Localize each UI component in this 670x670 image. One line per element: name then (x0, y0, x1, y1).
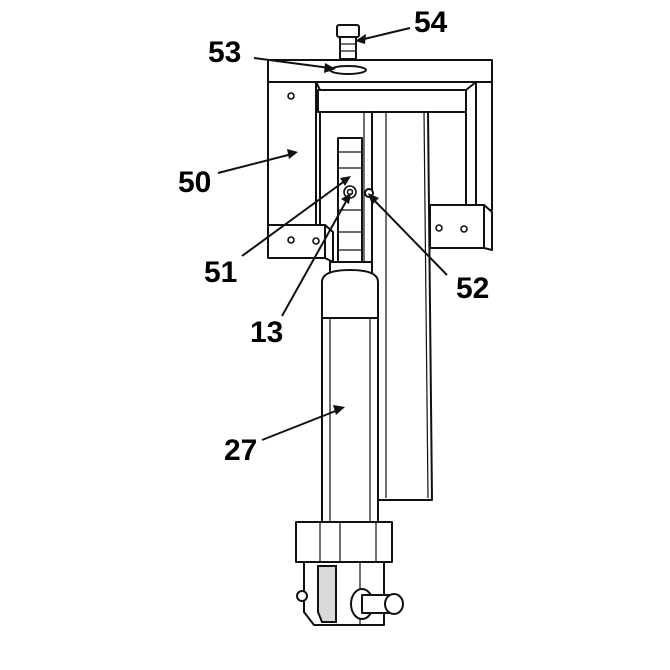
leader-line-50 (217, 149, 298, 174)
callout-51: 51 (204, 256, 237, 289)
callout-13: 13 (250, 316, 283, 349)
leader-line-52 (368, 193, 448, 276)
cylinder-body (321, 261, 379, 525)
callout-54: 54 (414, 6, 448, 39)
callout-52: 52 (456, 272, 489, 305)
mounting-bracket (267, 59, 493, 263)
leader-line-54 (355, 27, 411, 44)
leader-line-27 (261, 405, 345, 441)
leader-line-51 (241, 176, 351, 257)
bottom-housing (295, 521, 404, 626)
leader-line-13 (281, 193, 351, 317)
leader-line-53 (253, 57, 336, 73)
bolt-part (336, 24, 360, 60)
callout-53: 53 (208, 36, 241, 69)
callout-27: 27 (224, 434, 257, 467)
callout-50: 50 (178, 166, 211, 199)
piston-rod (337, 137, 363, 269)
